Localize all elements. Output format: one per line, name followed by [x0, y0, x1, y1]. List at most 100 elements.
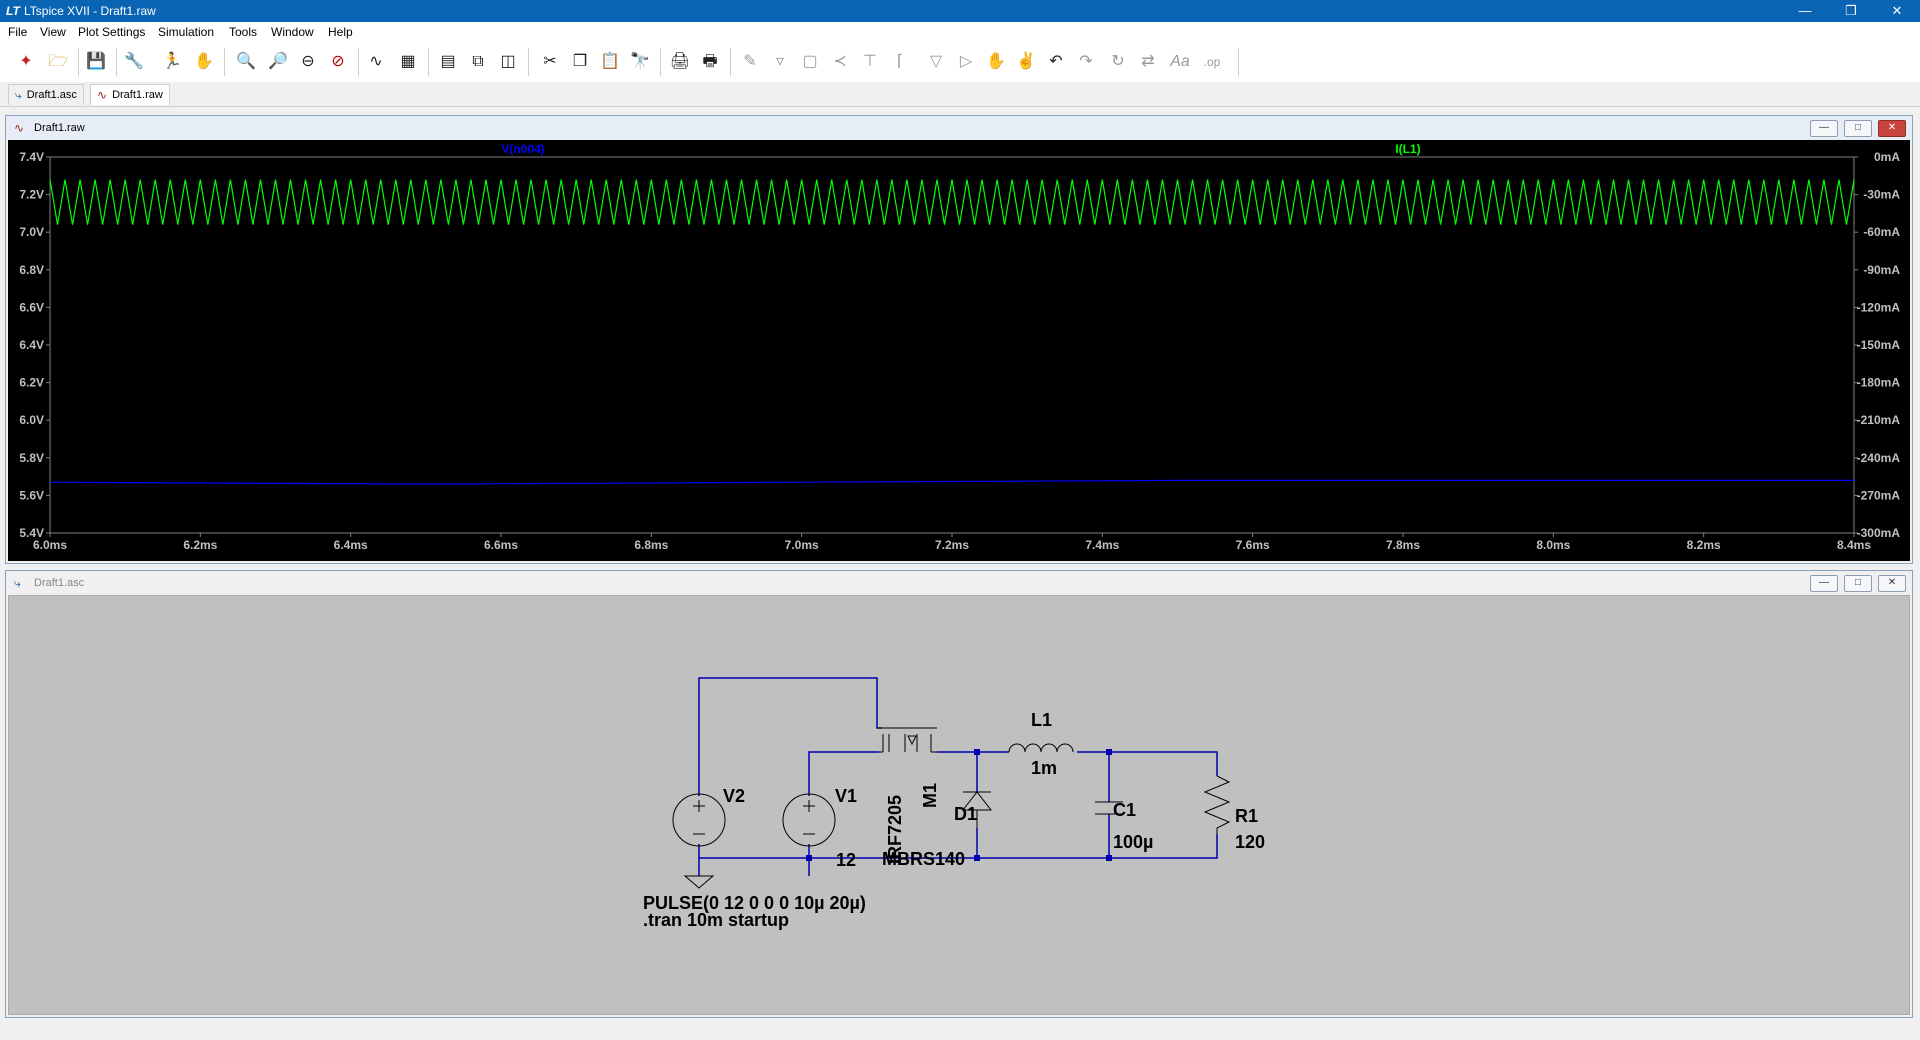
tab-draft1-asc[interactable]: ⤷ Draft1.asc [8, 84, 84, 105]
y-right-tick-label: -270mA [1857, 488, 1901, 502]
plot-close-button[interactable]: ✕ [1878, 120, 1906, 137]
capacitor-c1-symbol[interactable] [1095, 801, 1123, 815]
wire[interactable] [979, 834, 1218, 859]
open-icon[interactable]: 🗁 [48, 53, 68, 70]
restore-window-button[interactable]: ❐ [1845, 3, 1857, 18]
schematic-maximize-button[interactable]: □ [1844, 575, 1872, 592]
component-value-v1: 12 [836, 850, 856, 870]
save-icon[interactable]: 💾 [86, 53, 106, 70]
ltspice-logo-icon: LT [6, 4, 20, 18]
copy-icon[interactable]: ❐ [572, 53, 588, 70]
plot-window-title: Draft1.raw [34, 122, 85, 134]
x-tick-label: 6.0ms [33, 538, 67, 552]
cut-icon[interactable]: ✂ [543, 53, 557, 70]
junction-dot [974, 749, 980, 755]
diode-icon[interactable]: ▽ [929, 53, 943, 70]
redo-icon[interactable]: ↷ [1079, 53, 1093, 70]
component-icon[interactable]: ▷ [959, 53, 973, 70]
menu-help[interactable]: Help [328, 25, 353, 39]
text-icon[interactable]: Aa [1170, 53, 1190, 70]
voltage-source-v2-symbol[interactable] [672, 793, 726, 847]
zoom-in-icon[interactable]: 🔍 [236, 53, 256, 70]
y-left-tick-label: 5.8V [19, 451, 44, 465]
spice-directive-icon[interactable]: .op [1203, 55, 1221, 69]
x-tick-label: 8.0ms [1536, 538, 1570, 552]
y-left-tick-label: 6.4V [19, 338, 44, 352]
print-setup-icon[interactable]: 🖶 [702, 53, 718, 70]
y-left-tick-label: 6.2V [19, 376, 44, 390]
menu-simulation[interactable]: Simulation [158, 25, 215, 39]
label-net-icon[interactable]: ▢ [802, 53, 818, 70]
autorange-icon[interactable]: ∿ [369, 53, 383, 70]
plot-minimize-button[interactable]: — [1810, 120, 1838, 137]
diode-d1-symbol[interactable] [961, 791, 993, 828]
trace-voltage-n004 [49, 479, 1854, 485]
wire[interactable] [698, 677, 882, 729]
schematic-drawing[interactable]: V2 V1 M1 12 D1 MBRS140 L1 1m C1 100µ R1 … [9, 596, 1909, 1014]
spice-directive[interactable]: .tran 10m startup [643, 910, 789, 930]
wire[interactable] [808, 751, 879, 796]
window-title: LTspice XVII - Draft1.raw [24, 4, 156, 18]
plot-maximize-button[interactable]: □ [1844, 120, 1872, 137]
schematic-minimize-button[interactable]: — [1810, 575, 1838, 592]
toolbar-separator [358, 48, 359, 76]
drag-icon[interactable]: ✌ [1016, 53, 1036, 70]
y-right-tick-label: -300mA [1857, 526, 1901, 540]
mirror-icon[interactable]: ⇄ [1141, 53, 1155, 70]
tab-draft1-raw[interactable]: ∿ Draft1.raw [90, 84, 170, 105]
paste-icon[interactable]: 📋 [600, 53, 620, 70]
resistor-r1-symbol[interactable] [1203, 775, 1231, 834]
run-icon[interactable]: 🏃 [162, 53, 182, 70]
junction-dot [1106, 855, 1112, 861]
x-tick-label: 6.2ms [183, 538, 217, 552]
capacitor-icon[interactable]: ⊤ [863, 53, 877, 70]
undo-icon[interactable]: ↶ [1049, 53, 1063, 70]
minimize-window-button[interactable]: — [1798, 3, 1812, 18]
inductor-icon[interactable]: ⌈ [896, 53, 904, 70]
zoom-fit-icon[interactable]: ⊘ [331, 53, 345, 70]
pan-icon[interactable]: ✋ [194, 53, 214, 70]
ground-icon[interactable]: ▿ [775, 53, 785, 70]
trace-label-voltage: V(n004) [501, 142, 544, 156]
x-tick-label: 8.4ms [1837, 538, 1871, 552]
grid-icon[interactable]: ▦ [400, 53, 416, 70]
ground-symbol[interactable] [683, 875, 715, 889]
draw-wire-icon[interactable]: ✎ [743, 53, 757, 70]
menu-bar: File View Plot Settings Simulation Tools… [0, 22, 1920, 42]
rotate-icon[interactable]: ↻ [1111, 53, 1125, 70]
x-tick-label: 7.0ms [785, 538, 819, 552]
zoom-out-icon[interactable]: ⊖ [301, 53, 315, 70]
y-right-tick-label: -210mA [1857, 413, 1901, 427]
y-right-tick-label: -150mA [1857, 338, 1901, 352]
schematic-canvas[interactable]: V2 V1 M1 12 D1 MBRS140 L1 1m C1 100µ R1 … [8, 595, 1910, 1015]
menu-tools[interactable]: Tools [229, 25, 258, 39]
close-window-button[interactable]: ✕ [1891, 3, 1903, 18]
resistor-icon[interactable]: ≺ [833, 53, 847, 70]
tile-horizontal-icon[interactable]: ▤ [440, 53, 456, 70]
schematic-icon: ⤷ [14, 576, 21, 590]
find-icon[interactable]: 🔭 [630, 53, 650, 70]
mosfet-m1-symbol[interactable] [877, 727, 937, 753]
component-value-m1: IRF7205 [885, 795, 905, 864]
schematic-close-button[interactable]: ✕ [1878, 575, 1906, 592]
menu-file[interactable]: File [8, 25, 28, 39]
move-icon[interactable]: ✋ [986, 53, 1006, 70]
y-right-tick-label: -90mA [1863, 263, 1900, 277]
wire[interactable] [1077, 751, 1218, 776]
zoom-box-icon[interactable]: 🔎 [268, 53, 288, 70]
new-schematic-icon[interactable]: ✦ [19, 53, 33, 70]
menu-window[interactable]: Window [271, 25, 314, 39]
inductor-l1-symbol[interactable] [1008, 743, 1074, 753]
voltage-source-v1-symbol[interactable] [782, 793, 836, 847]
cascade-icon[interactable]: ⧉ [472, 53, 484, 70]
control-panel-icon[interactable]: 🔧 [124, 53, 144, 70]
menu-view[interactable]: View [40, 25, 66, 39]
y-left-tick-label: 6.8V [19, 263, 44, 277]
tab-label: Draft1.raw [112, 89, 163, 101]
y-left-tick-label: 6.6V [19, 300, 44, 314]
print-icon[interactable]: 🖨 [669, 53, 691, 70]
tile-vertical-icon[interactable]: ◫ [500, 53, 516, 70]
menu-plot-settings[interactable]: Plot Settings [78, 25, 146, 39]
